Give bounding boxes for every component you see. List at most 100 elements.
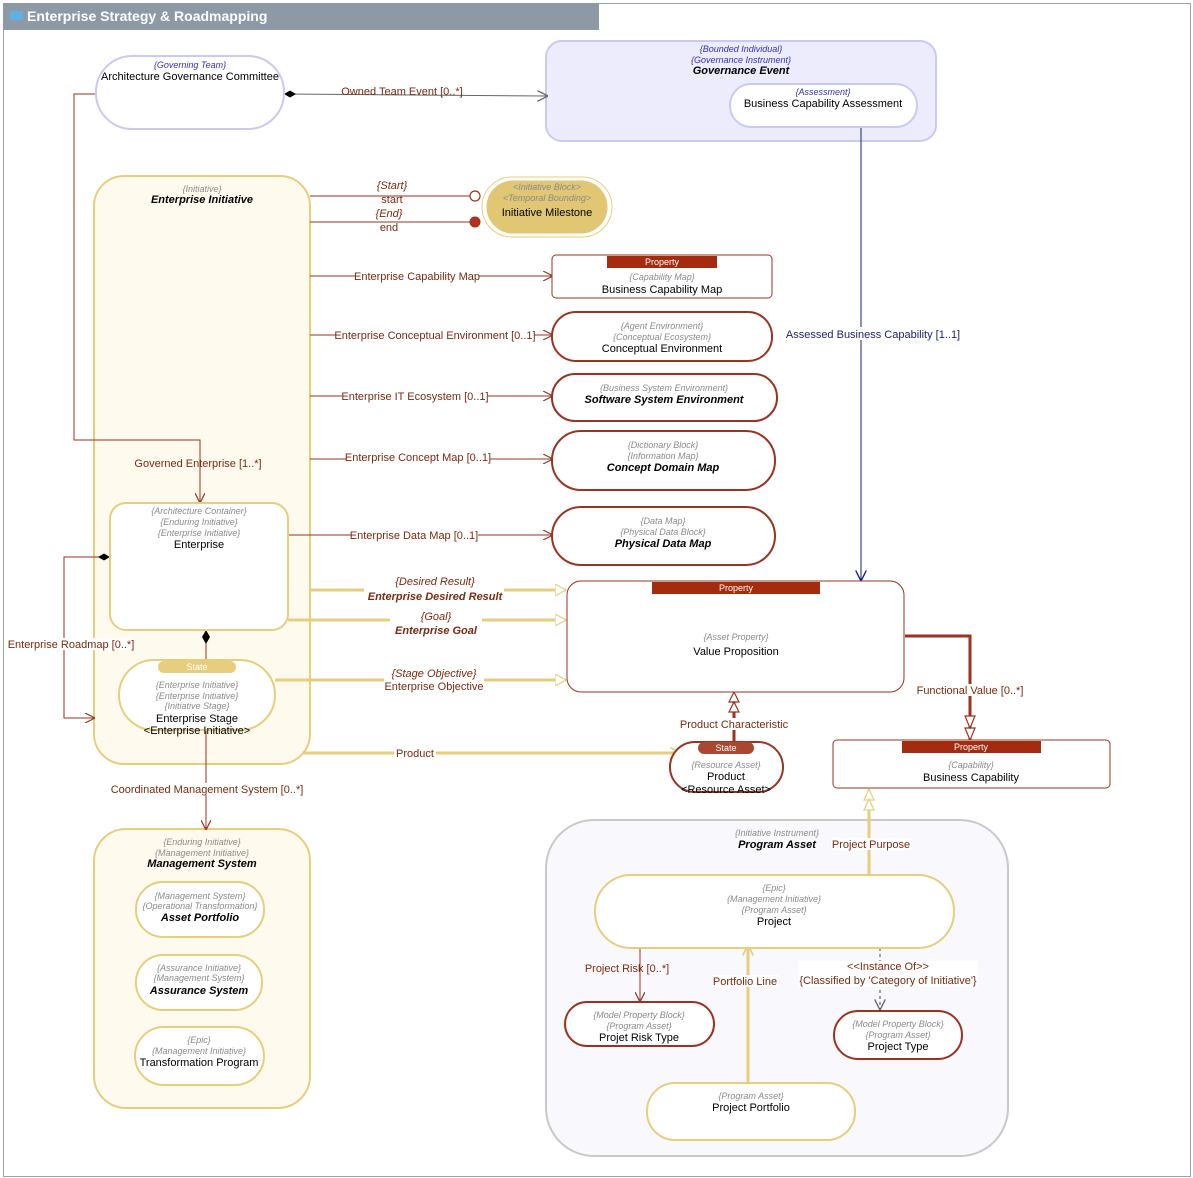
pt-name: Project Type xyxy=(868,1041,929,1053)
cdm-stereotype-1: {Dictionary Block} xyxy=(628,440,699,450)
label-end: end xyxy=(380,222,398,234)
ce-name: Conceptual Environment xyxy=(602,343,722,355)
stage-stereotype-3: {Initiative Stage} xyxy=(164,701,229,711)
ms-name: Management System xyxy=(147,858,257,870)
pdm-stereotype-1: {Data Map} xyxy=(640,516,685,526)
tri-functional-value-2 xyxy=(964,715,976,730)
cdm-name: Concept Domain Map xyxy=(607,462,720,474)
vp-header-label: Property xyxy=(719,583,754,593)
pp-name: Project Portfolio xyxy=(712,1102,790,1114)
tp-name: Transformation Program xyxy=(140,1057,259,1069)
bcm-header-label: Property xyxy=(645,257,680,267)
node-asset-portfolio[interactable] xyxy=(135,881,265,938)
label-bg-projpurpose xyxy=(831,838,911,850)
project-stereotype-2: {Management Initiative} xyxy=(727,894,821,904)
node-enterprise[interactable] xyxy=(109,502,289,631)
node-projet-risk-type[interactable] xyxy=(564,1001,715,1047)
pp-stereotype: {Program Asset} xyxy=(718,1091,783,1101)
cdm-stereotype-2: {Information Map} xyxy=(627,451,698,461)
bcm-name: Business Capability Map xyxy=(602,284,722,296)
project-name: Project xyxy=(757,916,791,928)
label-bg-product xyxy=(394,747,436,759)
product-sub: <Resource Asset> xyxy=(681,784,771,796)
milestone-stereotype-2: <Temporal Bounding> xyxy=(503,193,591,203)
bcm-stereotype: {Capability Map} xyxy=(629,272,695,282)
label-desired: Enterprise Desired Result xyxy=(368,591,504,603)
pdm-name: Physical Data Map xyxy=(615,538,712,550)
prt-name: Projet Risk Type xyxy=(599,1032,679,1044)
edge-enterprise-roadmap[interactable] xyxy=(63,557,110,718)
node-business-capability-assessment[interactable] xyxy=(729,83,918,128)
label-desired-stereo: {Desired Result} xyxy=(395,576,475,588)
stage-header-label: State xyxy=(186,662,207,672)
tri-project-purpose-2 xyxy=(863,797,875,811)
label-bg-datamap xyxy=(351,529,478,541)
label-project-risk: Project Risk [0..*] xyxy=(585,963,669,975)
prt-stereotype-1: {Model Property Block} xyxy=(593,1010,685,1020)
node-project[interactable] xyxy=(594,874,955,949)
node-concept-domain-map[interactable] xyxy=(551,430,776,491)
node-value-proposition[interactable] xyxy=(566,580,905,693)
node-conceptual-environment[interactable] xyxy=(551,311,773,362)
edge-owned-team-event[interactable] xyxy=(283,94,547,96)
label-bg-funcval xyxy=(916,684,1024,696)
vp-stereotype: {Asset Property} xyxy=(703,632,768,642)
label-product-characteristic: Product Characteristic xyxy=(680,719,789,731)
node-initiative-milestone[interactable] xyxy=(486,180,608,234)
diamond-enterprise-stage xyxy=(202,630,210,644)
label-governed-enterprise: Governed Enterprise [1..*] xyxy=(134,458,261,470)
bc-header xyxy=(902,741,1041,753)
label-bg-iteco xyxy=(342,390,488,402)
vp-header xyxy=(652,582,820,594)
edge-governed-enterprise[interactable] xyxy=(73,93,200,502)
pdm-stereotype-2: {Physical Data Block} xyxy=(620,527,706,537)
label-start: start xyxy=(381,194,402,206)
label-bg-assessed xyxy=(785,327,961,340)
milestone-name: Initiative Milestone xyxy=(502,207,593,219)
project-stereotype-3: {Program Asset} xyxy=(741,905,806,915)
node-project-portfolio[interactable] xyxy=(646,1082,856,1141)
ei-name: Enterprise Initiative xyxy=(151,194,253,206)
label-bg-prodchar xyxy=(678,718,790,730)
pt-stereotype-2: {Program Asset} xyxy=(865,1030,930,1040)
bc-name: Business Capability xyxy=(923,772,1019,784)
product-header xyxy=(698,742,754,754)
ap-name: Asset Portfolio xyxy=(160,912,240,924)
ent-stereotype-1: {Architecture Container} xyxy=(151,506,247,516)
stage-name: Enterprise Stage xyxy=(156,713,238,725)
label-bg-goal xyxy=(390,611,482,637)
tri-product-char-1 xyxy=(728,690,740,703)
ge-name: Governance Event xyxy=(693,65,791,77)
edge-functional-value[interactable] xyxy=(905,634,972,740)
label-portfolio-line: Portfolio Line xyxy=(713,976,777,988)
node-project-type[interactable] xyxy=(833,1010,963,1060)
agc-name: Architecture Governance Committee xyxy=(101,71,279,83)
sse-stereotype: {Business System Environment} xyxy=(600,383,728,393)
label-assessed-capability: Assessed Business Capability [1..1] xyxy=(786,329,960,341)
label-data-map: Enterprise Data Map [0..1] xyxy=(350,530,478,542)
pa-stereotype: {Initiative Instrument} xyxy=(735,828,819,838)
label-capability-map: Enterprise Capability Map xyxy=(354,271,480,283)
label-it-ecosystem: Enterprise IT Ecosystem [0..1] xyxy=(341,391,488,403)
label-goal: Enterprise Goal xyxy=(395,625,478,637)
label-bg-conceptmap xyxy=(346,451,490,463)
label-bg-desired xyxy=(364,576,504,602)
label-conceptual-environment: Enterprise Conceptual Environment [0..1] xyxy=(334,330,535,342)
node-assurance-system[interactable] xyxy=(135,954,263,1011)
label-start-stereo: {Start} xyxy=(377,180,408,192)
label-bg-stageobj xyxy=(384,667,484,693)
stage-stereotype-1: {Enterprise Initiative} xyxy=(156,680,239,690)
node-enterprise-stage[interactable] xyxy=(118,659,276,731)
start-port xyxy=(469,190,481,202)
label-bg-concenv xyxy=(336,329,534,341)
as-stereotype-2: {Management System} xyxy=(153,973,244,983)
node-architecture-governance-committee[interactable] xyxy=(95,55,285,130)
node-transformation-program[interactable] xyxy=(134,1026,265,1086)
stage-stereotype-2: {Enterprise Initiative} xyxy=(156,691,239,701)
bc-header-label: Property xyxy=(954,742,989,752)
node-software-system-environment[interactable] xyxy=(551,373,778,422)
node-physical-data-map[interactable] xyxy=(551,506,776,566)
label-product: Product xyxy=(396,748,434,760)
stage-header xyxy=(158,661,236,673)
